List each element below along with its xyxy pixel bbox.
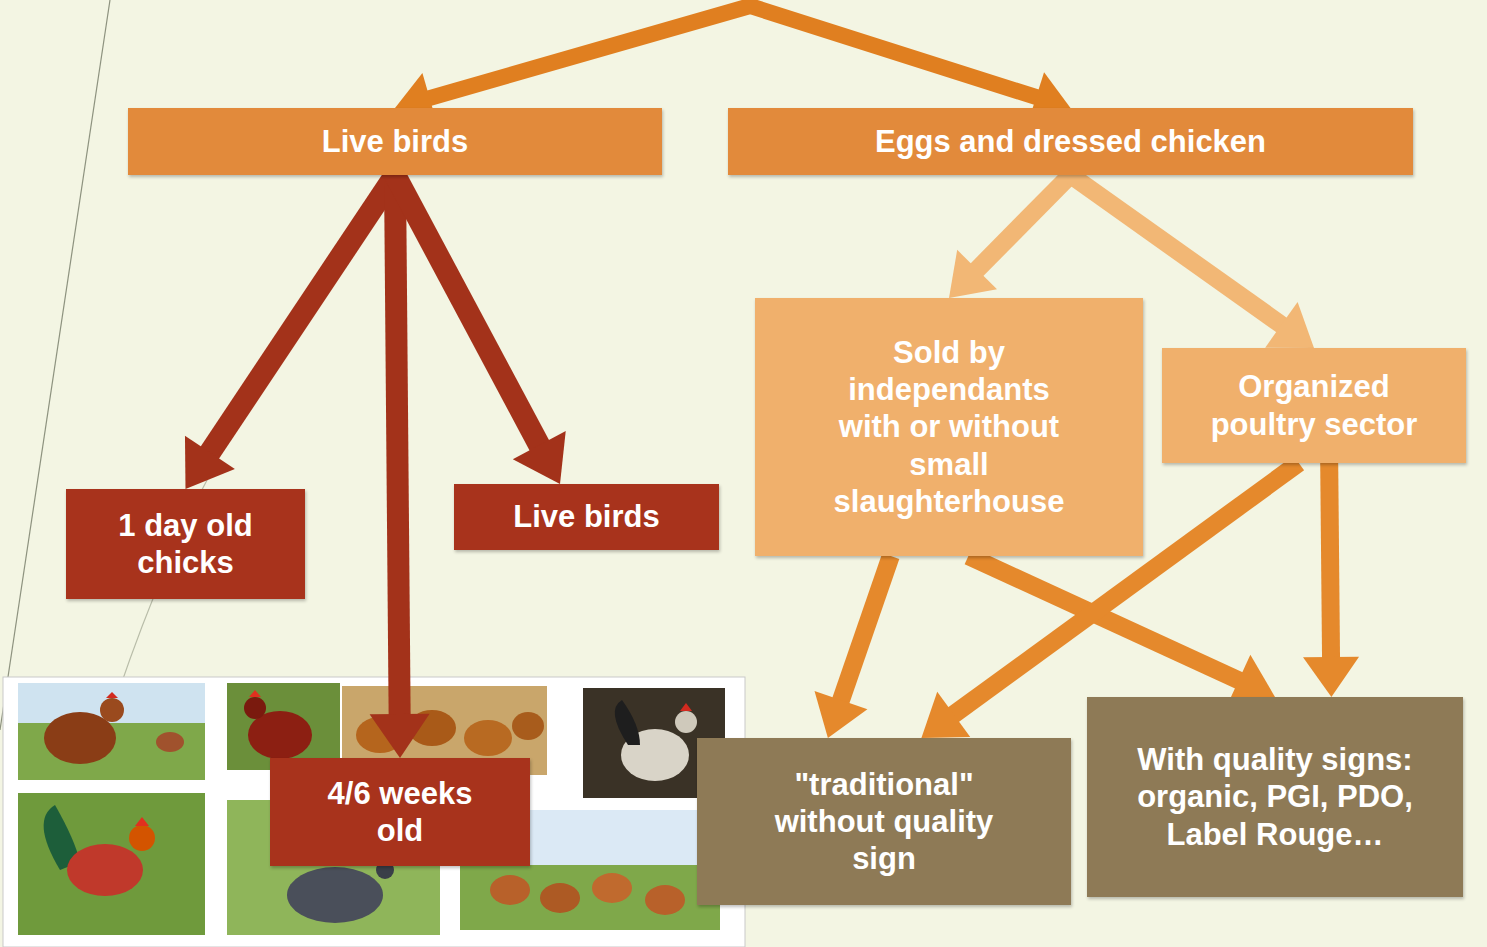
- box-label: "traditional" without quality sign: [759, 766, 1009, 878]
- photo-ground: [227, 683, 340, 770]
- rooster-head: [129, 825, 155, 851]
- guinea-fowl-body: [287, 867, 383, 923]
- hen-comb: [106, 692, 118, 698]
- box-label: Live birds: [464, 498, 709, 535]
- hen-body: [512, 712, 544, 740]
- photo-sky: [18, 683, 205, 723]
- flow-arrow: [185, 175, 395, 489]
- chicken-head: [244, 697, 266, 719]
- box-label: Live birds: [140, 123, 650, 160]
- rooster-body: [67, 844, 143, 896]
- hen-body: [592, 873, 632, 903]
- flow-arrow: [370, 175, 430, 758]
- arrow-shaft: [395, 175, 400, 716]
- arrow-head: [815, 691, 868, 738]
- hen-body: [156, 732, 184, 752]
- flow-arrow: [815, 556, 891, 738]
- box-label: Organized poultry sector: [1189, 368, 1439, 442]
- arrow-head: [1265, 302, 1314, 348]
- rooster-tail: [615, 700, 640, 745]
- flow-arrow: [949, 175, 1071, 298]
- photo-grass: [18, 793, 205, 935]
- box-label: Sold by independants with or without sma…: [819, 334, 1079, 520]
- arrow-head: [949, 250, 997, 298]
- slide-line: [0, 0, 110, 730]
- arrow-head: [513, 431, 566, 484]
- box-label: Eggs and dressed chicken: [740, 123, 1401, 160]
- product-box: Live birds: [454, 484, 719, 550]
- arrow-shaft: [428, 6, 1038, 99]
- channel-box: Organized poultry sector: [1162, 348, 1466, 463]
- photo-grass: [460, 865, 720, 930]
- arrow-shaft: [1329, 463, 1331, 659]
- box-label: 4/6 weeks old: [310, 775, 490, 849]
- photo-collage: [3, 677, 745, 947]
- flow-arrow: [1303, 463, 1359, 697]
- arrow-shaft: [395, 175, 540, 447]
- quality-box: "traditional" without quality sign: [697, 738, 1071, 905]
- rooster-comb: [135, 817, 149, 826]
- channel-box: Sold by independants with or without sma…: [755, 298, 1143, 556]
- quality-box: With quality signs: organic, PGI, PDO, L…: [1087, 697, 1463, 897]
- hen-body: [490, 875, 530, 905]
- rooster-comb: [680, 703, 692, 711]
- flow-arrow: [395, 175, 566, 484]
- arrow-head: [1303, 657, 1359, 697]
- arrow-head: [185, 436, 235, 489]
- hen-body: [645, 885, 685, 915]
- category-box: Live birds: [128, 108, 662, 175]
- arrow-head: [370, 714, 430, 758]
- arrow-head: [921, 692, 970, 738]
- box-label: With quality signs: organic, PGI, PDO, L…: [1125, 741, 1425, 853]
- hen-body: [540, 883, 580, 913]
- arrow-shaft: [840, 556, 890, 702]
- product-box: 4/6 weeks old: [270, 758, 530, 866]
- hen-body: [464, 720, 512, 756]
- flow-arrow: [395, 6, 1071, 123]
- chicken-comb: [249, 690, 261, 697]
- arrow-shaft: [209, 175, 395, 454]
- product-box: 1 day old chicks: [66, 489, 305, 599]
- arrow-shaft: [976, 175, 1071, 271]
- box-label: 1 day old chicks: [76, 507, 295, 581]
- hen-head: [100, 698, 124, 722]
- arrow-shaft: [968, 556, 1240, 681]
- collage-frame: [3, 677, 745, 947]
- flow-arrow: [968, 556, 1275, 706]
- category-box: Eggs and dressed chicken: [728, 108, 1413, 175]
- rooster-head: [675, 711, 697, 733]
